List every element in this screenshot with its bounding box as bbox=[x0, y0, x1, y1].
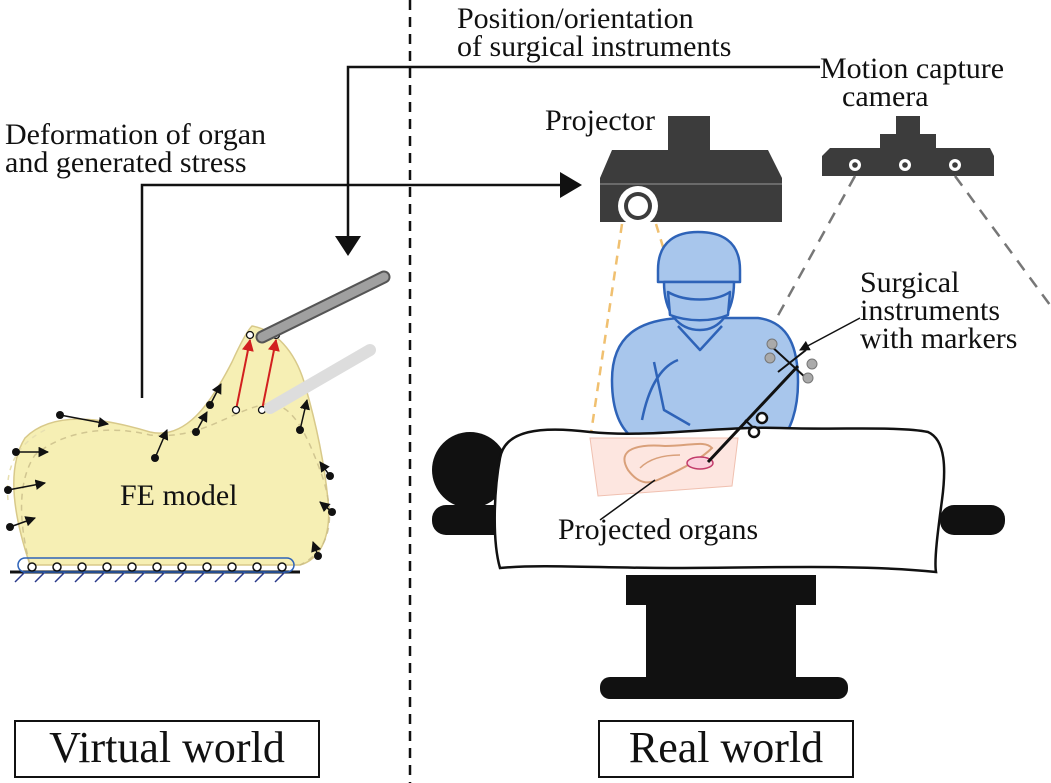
surgical-instruments-label-line3: with markers bbox=[860, 322, 1018, 355]
motion-capture-camera-icon bbox=[822, 116, 994, 176]
virtual-instrument-ghost bbox=[264, 344, 376, 414]
surgical-instruments-label-line1: Surgical bbox=[860, 266, 960, 299]
camera-tracking-lines bbox=[768, 175, 1051, 331]
operating-table bbox=[432, 432, 1005, 699]
motion-camera-label-line1: Motion capture bbox=[820, 52, 1005, 85]
instrument-leader-line bbox=[799, 317, 861, 351]
surgeon-figure bbox=[610, 230, 800, 442]
surgical-instruments-label-line2: instruments bbox=[860, 294, 1000, 327]
real-world-box: Real world bbox=[598, 720, 854, 778]
organ-original-shape bbox=[20, 403, 331, 566]
virtual-instrument bbox=[255, 270, 391, 344]
organ-deformed-shape bbox=[13, 325, 330, 566]
projected-organs-area bbox=[589, 437, 739, 497]
projector-label: Projector bbox=[545, 104, 655, 137]
virtual-world-box: Virtual world bbox=[14, 720, 320, 778]
projector-icon bbox=[600, 116, 782, 226]
fe-model-label: FE model bbox=[120, 479, 238, 512]
surgical-instrument-with-markers bbox=[706, 338, 818, 464]
deformation-label-line2: and generated stress bbox=[5, 146, 247, 179]
real-world-label: Real world bbox=[628, 723, 824, 772]
virtual-world-label: Virtual world bbox=[49, 723, 285, 772]
position-label-line2: of surgical instruments bbox=[457, 30, 732, 63]
deformation-label-line1: Deformation of organ bbox=[5, 118, 267, 151]
position-label-line1: Position/orientation bbox=[457, 2, 694, 35]
organs-leader-line bbox=[599, 479, 656, 521]
motion-camera-label-line2: camera bbox=[842, 80, 929, 113]
deformation-flow-arrow bbox=[140, 172, 582, 398]
position-flow-arrow bbox=[335, 65, 820, 256]
projected-organs-label: Projected organs bbox=[558, 513, 759, 546]
stress-arrows bbox=[235, 338, 280, 411]
fe-model bbox=[4, 270, 391, 583]
